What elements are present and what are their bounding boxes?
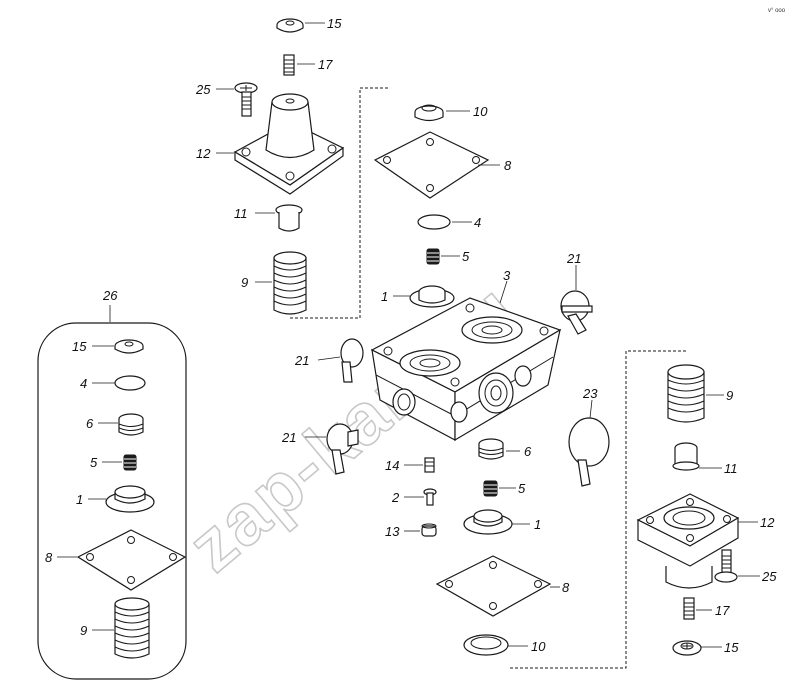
kit-label-6: 6 [86, 416, 94, 431]
part-8-diaphragm-top [373, 131, 490, 199]
label-17-right: 17 [715, 603, 730, 618]
label-2: 2 [391, 490, 400, 505]
label-25-right: 25 [761, 569, 777, 584]
kit-label-1: 1 [76, 492, 83, 507]
part-17-set-screw-top [283, 54, 295, 76]
label-23: 23 [582, 386, 598, 401]
label-13: 13 [385, 524, 400, 539]
label-5-center: 5 [518, 481, 526, 496]
label-12-right: 12 [760, 515, 775, 530]
kit-part-1 [105, 485, 155, 513]
label-6-center: 6 [524, 444, 532, 459]
part-4-disc-top [417, 214, 451, 230]
label-4-top: 4 [474, 215, 481, 230]
part-1-piston-bottom [463, 509, 513, 535]
part-21-clip-right [560, 290, 593, 335]
part-14-small-spring [424, 457, 435, 473]
part-labels: 15 17 25 12 11 9 10 8 4 5 3 1 21 21 21 2… [45, 16, 777, 655]
kit-part-4 [114, 375, 146, 391]
bracket-top-left [290, 87, 390, 319]
label-17-top: 17 [318, 57, 333, 72]
label-15-top: 15 [327, 16, 342, 31]
label-10-top: 10 [473, 104, 488, 119]
part-1-piston-top [409, 285, 455, 308]
label-1-bottom: 1 [534, 517, 541, 532]
part-17-set-screw-right [683, 597, 695, 620]
label-8-bottom: 8 [562, 580, 570, 595]
label-9-right: 9 [726, 388, 733, 403]
part-11-bushing-top [275, 204, 303, 232]
part-12-cover-housing-right [636, 493, 740, 589]
part-25-bolt-right [714, 549, 738, 583]
kit-part-8 [76, 529, 187, 591]
leader-lines [57, 22, 760, 648]
label-1-top: 1 [381, 289, 388, 304]
part-6-valve-center [478, 438, 504, 460]
part-23-cap [568, 417, 610, 487]
kit-26-frame [37, 322, 187, 680]
part-9-spring-top [273, 251, 307, 315]
kit-label-5: 5 [90, 455, 98, 470]
part-15-cap-top [276, 18, 304, 33]
kit-part-6 [118, 413, 144, 436]
label-8-top: 8 [504, 158, 512, 173]
part-11-bushing-right [672, 442, 700, 471]
part-5-small-spring-center [483, 480, 498, 497]
kit-label-8: 8 [45, 550, 53, 565]
part-5-small-spring-top [426, 248, 440, 265]
part-21-clip-left-upper [340, 338, 364, 383]
part-3-valve-body [370, 297, 562, 442]
part-25-bolt-top [234, 82, 258, 117]
kit-label-15: 15 [72, 339, 87, 354]
part-15-cap-right [672, 640, 702, 656]
kit-part-9 [114, 597, 150, 659]
label-10-bottom: 10 [531, 639, 546, 654]
label-21-right: 21 [566, 251, 581, 266]
part-10-seal-top [414, 104, 444, 122]
kit-part-15 [114, 339, 144, 354]
label-25-top: 25 [195, 82, 211, 97]
label-21-left-upper: 21 [294, 353, 309, 368]
label-21-left-lower: 21 [281, 430, 296, 445]
label-5-top: 5 [462, 249, 470, 264]
part-12-cover-housing-top [233, 93, 345, 195]
label-11-right: 11 [724, 461, 738, 476]
kit-label-4: 4 [80, 376, 87, 391]
label-11-top: 11 [234, 206, 248, 221]
label-26: 26 [102, 288, 118, 303]
part-10-seal-bottom [463, 634, 509, 656]
bracket-bottom-right [510, 350, 686, 669]
part-8-diaphragm-bottom [435, 555, 552, 617]
kit-label-9: 9 [80, 623, 87, 638]
label-9-top: 9 [241, 275, 248, 290]
corner-mark: v° ooo [768, 8, 786, 14]
part-13-nut [421, 523, 437, 537]
part-9-spring-right [667, 364, 705, 423]
kit-part-5 [123, 454, 137, 471]
label-12-top: 12 [196, 146, 211, 161]
label-15-right: 15 [724, 640, 739, 655]
label-3: 3 [503, 268, 511, 283]
part-2-pin [423, 488, 437, 506]
part-21-clip-left-lower [326, 423, 359, 475]
label-14: 14 [385, 458, 399, 473]
